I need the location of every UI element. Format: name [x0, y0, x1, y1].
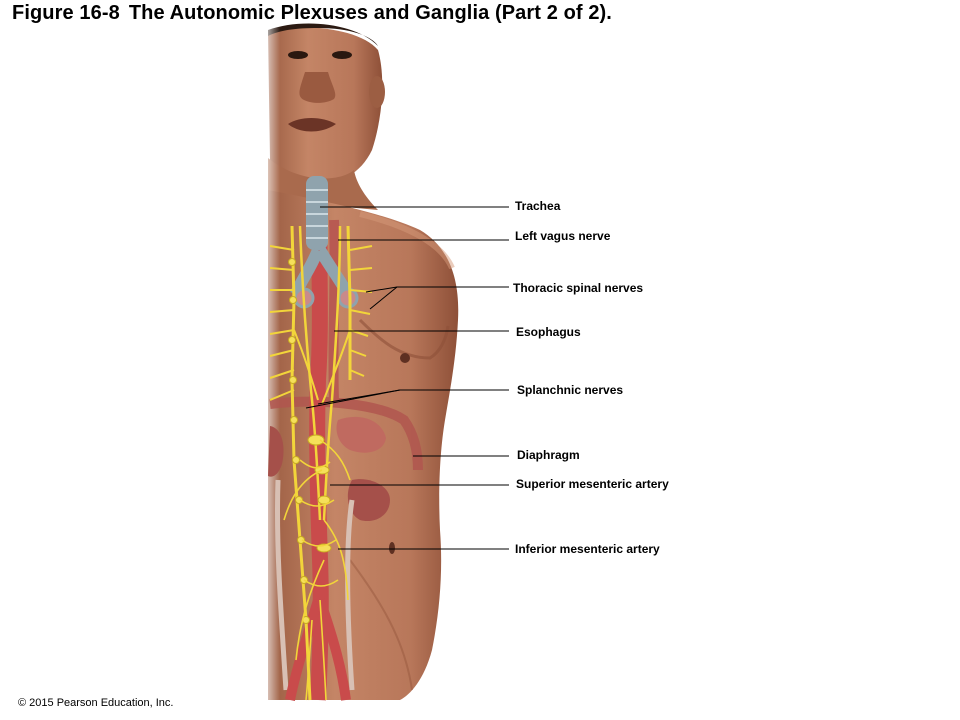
- ear: [369, 76, 385, 108]
- label-diaphragm: Diaphragm: [517, 448, 580, 462]
- navel: [389, 542, 395, 554]
- label-superior-mesenteric-artery: Superior mesenteric artery: [516, 477, 669, 491]
- stomach: [336, 416, 386, 453]
- internal-anatomy: [268, 176, 423, 701]
- nose: [299, 72, 336, 103]
- label-trachea: Trachea: [515, 199, 561, 213]
- copyright-notice: © 2015 Pearson Education, Inc.: [18, 697, 174, 709]
- label-splanchnic-nerves: Splanchnic nerves: [517, 383, 624, 397]
- figure-caption: The Autonomic Plexuses and Ganglia (Part…: [128, 2, 612, 24]
- leader-lines: [305, 206, 509, 550]
- hair: [268, 23, 378, 46]
- diaphragm-band: [269, 396, 423, 471]
- pectoral: [358, 318, 450, 360]
- eye-right: [288, 51, 308, 59]
- label-inferior-mesenteric-artery: Inferior mesenteric artery: [515, 542, 660, 556]
- kidney-right: [347, 479, 390, 522]
- figure-title: Figure 16-8 The Autonomic Plexuses and Ga…: [12, 2, 612, 25]
- kidney-left: [268, 426, 284, 477]
- nipple: [400, 353, 410, 363]
- label-esophagus: Esophagus: [516, 325, 581, 339]
- aorta: [309, 211, 329, 701]
- head: [268, 27, 383, 184]
- figure-number: Figure 16-8: [12, 2, 120, 24]
- eye-left: [332, 51, 352, 59]
- label-thoracic-spinal-nerves: Thoracic spinal nerves: [513, 281, 644, 295]
- label-left-vagus-nerve: Left vagus nerve: [515, 229, 611, 243]
- lips: [288, 118, 336, 132]
